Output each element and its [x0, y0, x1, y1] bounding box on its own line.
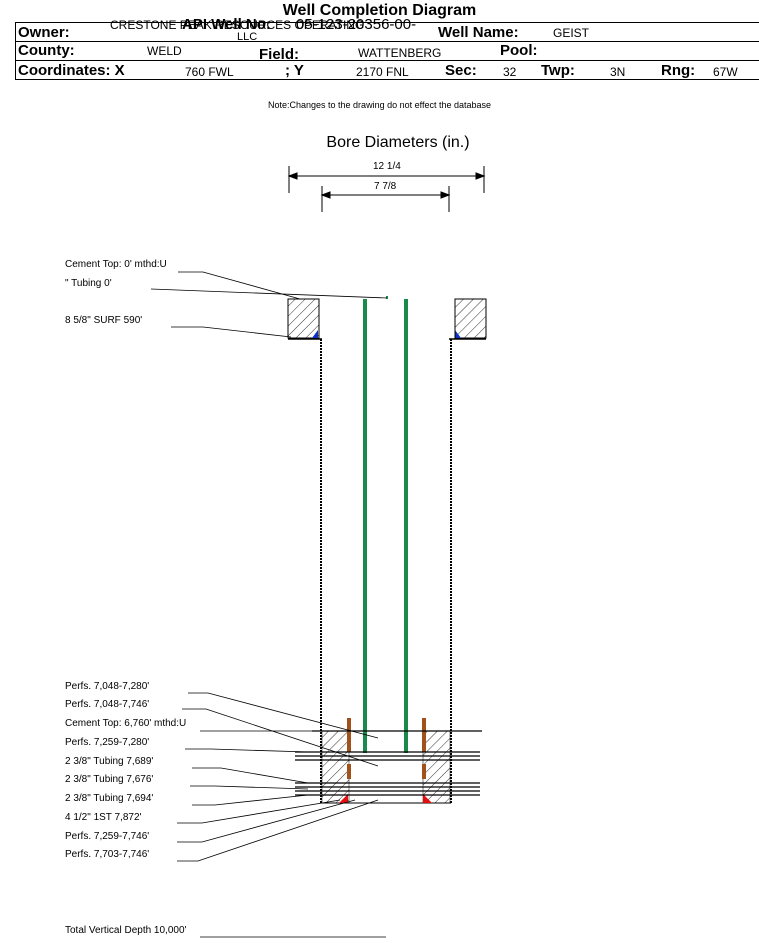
twp-label: Twp:: [541, 62, 575, 79]
surface-cement: [287, 298, 487, 339]
perfs-label-5: Perfs. 7,703-7,746': [65, 849, 150, 860]
well-header-table: Owner: CRESTONE PEAK RESOURCES OPERATING…: [15, 16, 759, 84]
inner-bore-size: 7 7/8: [374, 181, 397, 192]
production-casing-label: 4 1/2" 1ST 7,872': [65, 812, 142, 823]
well-name-value: GEIST: [553, 26, 590, 40]
pool-label: Pool:: [500, 42, 538, 59]
tubing-strings: [363, 296, 408, 753]
tubing-label-3: 2 3/8" Tubing 7,694': [65, 793, 154, 804]
api-value: 05-123-20356-00-: [296, 16, 417, 33]
bore-diameters-title: Bore Diameters (in.): [326, 134, 470, 151]
twp-value: 3N: [610, 65, 626, 79]
outer-bore-size: 12 1/4: [373, 161, 401, 172]
county-value: WELD: [147, 44, 182, 58]
rng-value: 67W: [713, 65, 738, 79]
perforation-markers: [347, 718, 426, 779]
perfs-label-1: Perfs. 7,048-7,280': [65, 681, 150, 692]
api-label: API Well No:: [182, 16, 271, 33]
owner-value: CRESTONE PEAK RESOURCES OPERATING: [110, 18, 365, 32]
surface-casing-label: 8 5/8" SURF 590': [65, 315, 143, 326]
production-shoe-marks: [339, 794, 432, 803]
perfs-label-4: Perfs. 7,259-7,746': [65, 831, 150, 842]
owner-label: Owner:: [18, 24, 70, 41]
production-cement: [321, 730, 451, 804]
sec-label: Sec:: [445, 62, 477, 79]
inner-bore-dimension: [320, 186, 451, 212]
tubing-label-2: 2 3/8" Tubing 7,676': [65, 774, 154, 785]
x-value: 760 FWL: [185, 65, 234, 79]
coordinates-label: Coordinates: X: [18, 62, 125, 79]
casing-outline: [288, 299, 486, 804]
field-value: WATTENBERG: [358, 46, 442, 60]
surface-casing-shoe-marks: [312, 330, 461, 338]
total-vertical-depth-label: Total Vertical Depth 10,000': [65, 925, 187, 936]
tubing-label-1: 2 3/8" Tubing 7,689': [65, 756, 154, 767]
owner-value-line2: LLC: [237, 31, 258, 43]
rng-label: Rng:: [661, 62, 696, 79]
cement-top-production-label: Cement Top: 6,760' mthd:U: [65, 718, 187, 729]
county-row: [15, 41, 759, 60]
outer-bore-dimension: [287, 166, 486, 193]
well-name-label: Well Name:: [438, 24, 519, 41]
perfs-label-3: Perfs. 7,259-7,280': [65, 737, 150, 748]
owner-row: [15, 22, 759, 41]
sec-value: 32: [503, 65, 517, 79]
field-label: Field:: [259, 46, 299, 63]
database-note: Note:Changes to the drawing do not effec…: [268, 100, 491, 110]
label-leader-lines: [150, 271, 482, 938]
cement-top-surface-label: Cement Top: 0' mthd:U: [65, 259, 167, 270]
y-label: ; Y: [285, 62, 304, 79]
perfs-label-2: Perfs. 7,048-7,746': [65, 699, 150, 710]
diagram-title: Well Completion Diagram: [282, 2, 477, 19]
county-label: County:: [18, 42, 75, 59]
y-value: 2170 FNL: [356, 65, 409, 79]
tubing-0-label: " Tubing 0': [65, 278, 112, 289]
coordinates-row: [15, 60, 759, 80]
